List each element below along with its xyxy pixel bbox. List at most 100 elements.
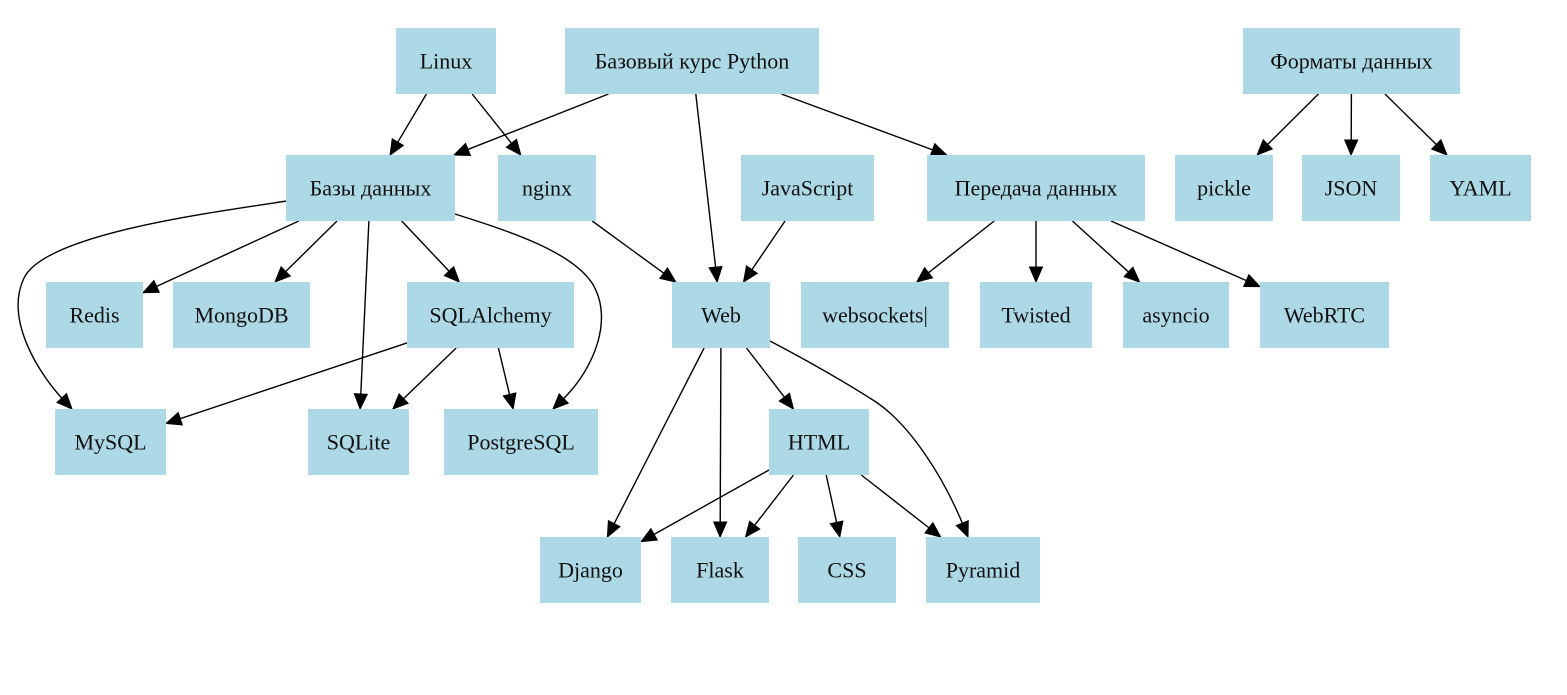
edge-line xyxy=(860,474,931,530)
edge-line xyxy=(651,469,770,537)
node-django: Django xyxy=(540,537,641,603)
edge-line xyxy=(17,200,288,400)
edge-line xyxy=(401,220,451,274)
node-webrtc: WebRTC xyxy=(1260,282,1389,348)
node-web: Web xyxy=(672,282,770,348)
node-linux: Linux xyxy=(396,28,496,94)
node-label: MySQL xyxy=(74,430,146,455)
node-db: Базы данных xyxy=(286,155,455,221)
edge-transfer-to-websockets xyxy=(915,220,995,283)
edge-db-to-mongodb xyxy=(274,220,338,283)
node-box xyxy=(671,537,769,603)
edge-line xyxy=(283,220,338,274)
edge-db-to-sqlite xyxy=(353,220,370,411)
node-box xyxy=(926,537,1040,603)
arrowhead-icon xyxy=(452,142,472,157)
node-label: WebRTC xyxy=(1284,303,1365,328)
edge-line xyxy=(612,347,705,526)
arrowhead-icon xyxy=(915,266,934,283)
edge-js-to-web xyxy=(742,220,786,284)
node-label: JavaScript xyxy=(762,176,854,201)
node-label: MongoDB xyxy=(194,303,288,328)
arrowhead-icon xyxy=(353,393,369,411)
node-box xyxy=(1302,155,1400,221)
node-label: Форматы данных xyxy=(1270,49,1432,74)
arrowhead-icon xyxy=(1123,266,1141,283)
node-label: CSS xyxy=(827,558,866,583)
node-label: SQLite xyxy=(327,430,391,455)
edge-line xyxy=(1071,220,1131,274)
edge-line xyxy=(401,347,457,401)
arrowhead-icon xyxy=(56,392,73,410)
edge-line xyxy=(769,340,964,526)
edge-line xyxy=(1384,93,1439,147)
arrowhead-icon xyxy=(1242,273,1262,288)
node-box xyxy=(173,282,310,348)
arrowhead-icon xyxy=(505,138,522,156)
node-label: Базовый курс Python xyxy=(595,49,789,74)
edge-line xyxy=(497,347,511,397)
node-label: Передача данных xyxy=(955,176,1118,201)
node-python: Базовый курс Python xyxy=(565,28,819,94)
node-pyramid: Pyramid xyxy=(926,537,1040,603)
arrowhead-icon xyxy=(164,411,184,426)
edge-db-to-mysql xyxy=(17,200,288,410)
arrowhead-icon xyxy=(389,137,405,157)
edge-web-to-pyramid xyxy=(769,340,969,539)
node-label: HTML xyxy=(788,430,850,455)
arrowhead-icon xyxy=(829,520,844,539)
node-twisted: Twisted xyxy=(980,282,1092,348)
node-asyncio: asyncio xyxy=(1123,282,1229,348)
node-label: Flask xyxy=(696,558,744,583)
edge-linux-to-nginx xyxy=(471,93,522,156)
node-label: Базы данных xyxy=(310,176,432,201)
node-websockets: websockets| xyxy=(801,282,949,348)
node-box xyxy=(927,155,1145,221)
node-box xyxy=(565,28,819,94)
node-label: nginx xyxy=(522,176,572,201)
edge-line xyxy=(1265,93,1319,147)
node-redis: Redis xyxy=(46,282,143,348)
arrowhead-icon xyxy=(924,521,942,538)
arrowhead-icon xyxy=(1256,138,1274,156)
edge-db-to-redis xyxy=(141,220,300,294)
edge-linux-to-db xyxy=(389,93,428,157)
edge-db-to-sqlalchemy xyxy=(401,220,461,283)
node-box xyxy=(396,28,496,94)
edge-line xyxy=(926,220,995,275)
edge-web-to-flask xyxy=(712,347,728,539)
arrowhead-icon xyxy=(778,392,795,410)
edge-web-to-django xyxy=(606,347,705,539)
edge-html-to-css xyxy=(825,474,844,539)
node-box xyxy=(286,155,455,221)
node-box xyxy=(1243,28,1460,94)
arrowhead-icon xyxy=(742,265,759,284)
arrowhead-icon xyxy=(929,142,948,157)
arrowhead-icon xyxy=(1430,138,1448,156)
node-label: Web xyxy=(701,303,741,328)
edge-html-to-pyramid xyxy=(860,474,942,538)
nodes-layer: Linux Базовый курс Python Форматы данныхБа… xyxy=(46,28,1531,603)
node-html: HTML xyxy=(769,409,869,475)
node-label: asyncio xyxy=(1142,303,1209,328)
node-box xyxy=(672,282,770,348)
node-label: PostgreSQL xyxy=(467,430,575,455)
arrowhead-icon xyxy=(443,265,461,283)
edge-line xyxy=(752,474,795,528)
node-label: Django xyxy=(558,558,623,583)
node-label: Redis xyxy=(69,303,119,328)
arrowhead-icon xyxy=(606,519,621,539)
node-postgresql: PostgreSQL xyxy=(444,409,598,475)
node-box xyxy=(1175,155,1273,221)
node-box xyxy=(1430,155,1531,221)
edge-sqlalchemy-to-mysql xyxy=(164,342,408,426)
node-label: Pyramid xyxy=(946,558,1021,583)
node-box xyxy=(46,282,143,348)
arrowhead-icon xyxy=(274,265,292,283)
node-box xyxy=(444,409,598,475)
edge-line xyxy=(154,220,300,288)
edge-transfer-to-asyncio xyxy=(1071,220,1141,283)
node-box xyxy=(801,282,949,348)
edge-formats-to-yaml xyxy=(1384,93,1448,156)
edge-line xyxy=(1110,220,1249,283)
